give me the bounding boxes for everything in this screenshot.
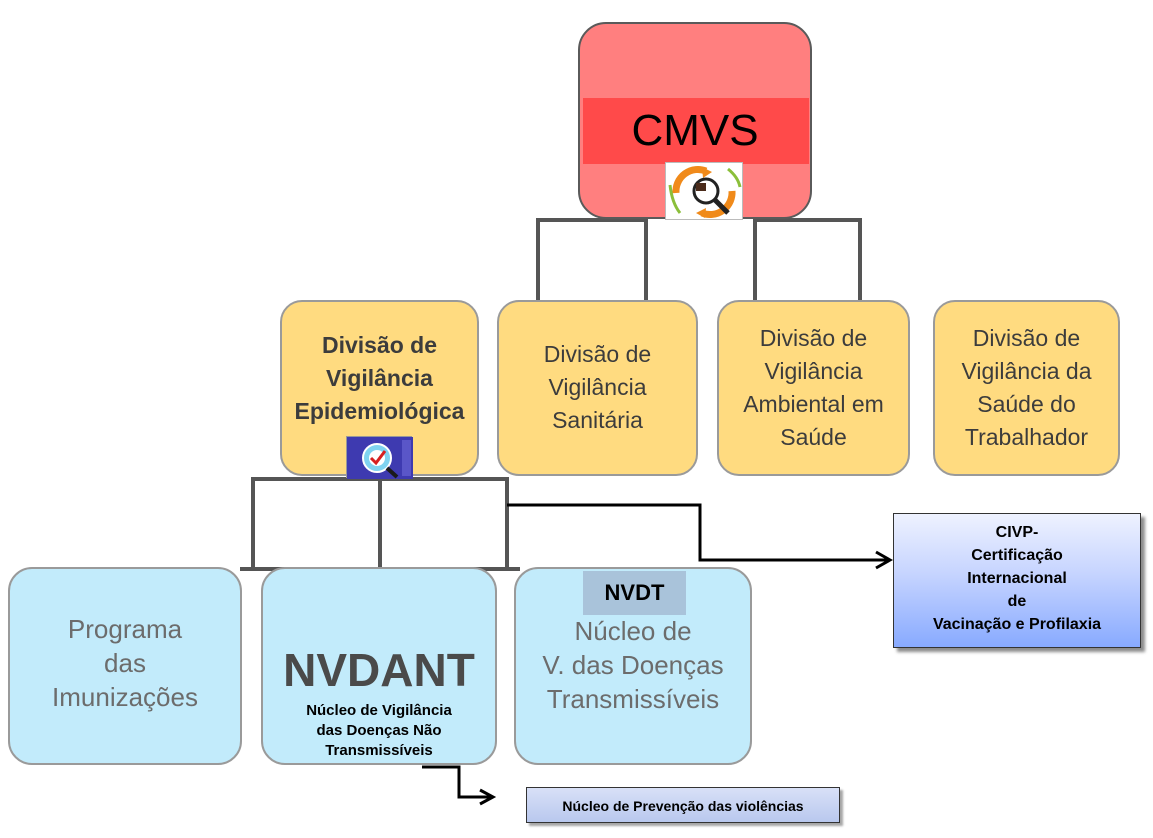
nvdant-title: NVDANT	[283, 644, 475, 696]
division-epidemiologica: Divisão de Vigilância Epidemiológica	[280, 300, 479, 476]
division-sanitaria-label: Divisão de Vigilância Sanitária	[543, 340, 652, 433]
root-title: CMVS	[631, 106, 759, 155]
prevencao-box: Núcleo de Prevenção das violências	[526, 787, 840, 823]
division-ambiental: Divisão de Vigilância Ambiental em Saúde	[717, 300, 910, 476]
arrow-right-icon	[479, 788, 497, 806]
cmvs-logo-icon	[665, 162, 743, 220]
division-trabalhador: Divisão de Vigilância da Saúde do Trabal…	[933, 300, 1120, 476]
division-sanitaria: Divisão de Vigilância Sanitária	[497, 300, 698, 476]
connector-civp	[507, 503, 888, 562]
vigilancia-epidemiologica-logo-icon	[346, 436, 413, 479]
nvdant-subtitle: Núcleo de Vigilância das Doenças Não Tra…	[306, 702, 452, 759]
core-imunizacoes-label: Programa das Imunizações	[52, 614, 198, 712]
nvdt-tag: NVDT	[583, 571, 686, 615]
connector-root-right	[753, 218, 862, 300]
connector-root-left	[536, 218, 648, 300]
core-imunizacoes: Programa das Imunizações	[8, 567, 242, 765]
division-ambiental-label: Divisão de Vigilância Ambiental em Saúde	[743, 325, 884, 450]
root-title-band	[583, 98, 809, 164]
division-epidemiologica-label: Divisão de Vigilância Epidemiológica	[294, 331, 465, 424]
division-trabalhador-label: Divisão de Vigilância da Saúde do Trabal…	[961, 325, 1092, 450]
connector-prevencao	[422, 765, 490, 799]
nvdt-label: Núcleo de V. das Doenças Transmissíveis	[542, 616, 724, 714]
core-nvdant: NVDANT Núcleo de Vigilância das Doenças …	[261, 567, 497, 765]
arrow-right-icon	[875, 550, 894, 570]
civp-box: CIVP- Certificação Internacional de Vaci…	[893, 513, 1141, 648]
